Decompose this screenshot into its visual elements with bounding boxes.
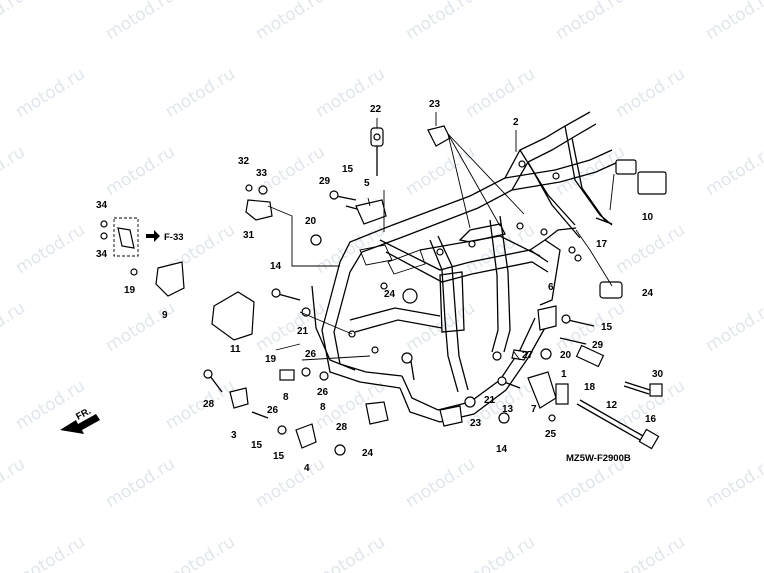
watermark-text: motod.ru — [0, 454, 29, 512]
watermark-text: motod.ru — [102, 142, 179, 200]
callout-29: 29 — [319, 176, 331, 187]
callout-6: 6 — [548, 282, 554, 293]
callout-26: 26 — [267, 405, 279, 416]
callout-29: 29 — [592, 340, 604, 351]
front-direction-indicator: FR. — [60, 406, 100, 434]
watermark-text: motod.ru — [12, 532, 89, 573]
watermark-text: motod.ru — [402, 0, 479, 44]
callout-15: 15 — [273, 451, 285, 462]
callout-13: 13 — [502, 404, 514, 415]
callout-15: 15 — [601, 322, 613, 333]
watermark-text: motod.ru — [462, 64, 539, 122]
callout-15: 15 — [251, 440, 263, 451]
callout-2: 2 — [513, 117, 519, 128]
callout-33: 33 — [256, 168, 268, 179]
callout-10: 10 — [642, 212, 654, 223]
callout-32: 32 — [238, 156, 250, 167]
watermark-text: motod.ru — [312, 220, 389, 278]
callout-20: 20 — [560, 350, 572, 361]
callout-9: 9 — [162, 310, 168, 321]
diagram-code: MZ5W-F2900B — [566, 453, 631, 464]
callout-12: 12 — [606, 400, 618, 411]
callout-22: 22 — [370, 104, 382, 115]
callout-19: 19 — [124, 285, 136, 296]
callout-3: 3 — [231, 430, 237, 441]
watermark-text: motod.ru — [612, 532, 689, 573]
callout-24: 24 — [642, 288, 654, 299]
watermark-text: motod.ru — [612, 220, 689, 278]
callout-25: 25 — [545, 429, 557, 440]
watermark-text: motod.ru — [702, 142, 764, 200]
callout-30: 30 — [652, 369, 664, 380]
callout-26: 26 — [317, 387, 329, 398]
callout-34: 34 — [96, 249, 108, 260]
watermark-text: motod.ru — [12, 220, 89, 278]
watermark-text: motod.ru — [552, 298, 629, 356]
watermark-text: motod.ru — [402, 142, 479, 200]
callout-7: 7 — [531, 404, 537, 415]
watermark-text: motod.ru — [612, 64, 689, 122]
watermark-text: motod.ru — [312, 532, 389, 573]
watermark-text: motod.ru — [702, 0, 764, 44]
watermark-text: motod.ru — [462, 532, 539, 573]
watermark-text: motod.ru — [252, 298, 329, 356]
callout-28: 28 — [203, 399, 215, 410]
callout-23: 23 — [470, 418, 482, 429]
callout-14: 14 — [496, 444, 508, 455]
watermark-text: motod.ru — [102, 454, 179, 512]
watermark-text: motod.ru — [12, 64, 89, 122]
watermark-text: motod.ru — [552, 0, 629, 44]
callout-8: 8 — [320, 402, 326, 413]
watermark-text: motod.ru — [0, 0, 29, 44]
watermark-text: motod.ru — [702, 298, 764, 356]
callout-numbers: 22 23 2 32 33 15 29 5 20 31 34 34 19 9 1… — [96, 99, 664, 474]
watermark-text: motod.ru — [0, 142, 29, 200]
watermark-text: motod.ru — [252, 0, 329, 44]
callout-34: 34 — [96, 200, 108, 211]
callout-20: 20 — [305, 216, 317, 227]
watermark-text: motod.ru — [162, 64, 239, 122]
watermark-text: motod.ru — [702, 454, 764, 512]
callout-19: 19 — [265, 354, 277, 365]
callout-4: 4 — [304, 463, 310, 474]
watermark-text: motod.ru — [162, 376, 239, 434]
callout-24: 24 — [384, 289, 396, 300]
callout-1: 1 — [561, 369, 567, 380]
watermark-text: motod.ru — [102, 0, 179, 44]
callout-14: 14 — [270, 261, 282, 272]
callout-17: 17 — [596, 239, 608, 250]
watermark-text: motod.ru — [0, 298, 29, 356]
watermark-text: motod.ru — [402, 454, 479, 512]
callout-5: 5 — [364, 178, 370, 189]
callout-8: 8 — [283, 392, 289, 403]
callout-27: 27 — [522, 350, 534, 361]
callout-23: 23 — [429, 99, 441, 110]
callout-18: 18 — [584, 382, 596, 393]
callout-21: 21 — [297, 326, 309, 337]
reference-label: F-33 — [164, 232, 184, 243]
callout-16: 16 — [645, 414, 657, 425]
watermark-text: motod.ru — [102, 298, 179, 356]
callout-26: 26 — [305, 349, 317, 360]
watermark-text: motod.ru — [252, 454, 329, 512]
callout-28: 28 — [336, 422, 348, 433]
callout-24: 24 — [362, 448, 374, 459]
frame-drawing — [311, 111, 663, 450]
callout-21: 21 — [484, 395, 496, 406]
callout-11: 11 — [230, 344, 241, 355]
callout-31: 31 — [243, 230, 255, 241]
leader-lines — [267, 112, 615, 361]
reference-note: F-33 — [146, 230, 184, 243]
watermark-text: motod.ru — [162, 532, 239, 573]
callout-15: 15 — [342, 164, 354, 175]
